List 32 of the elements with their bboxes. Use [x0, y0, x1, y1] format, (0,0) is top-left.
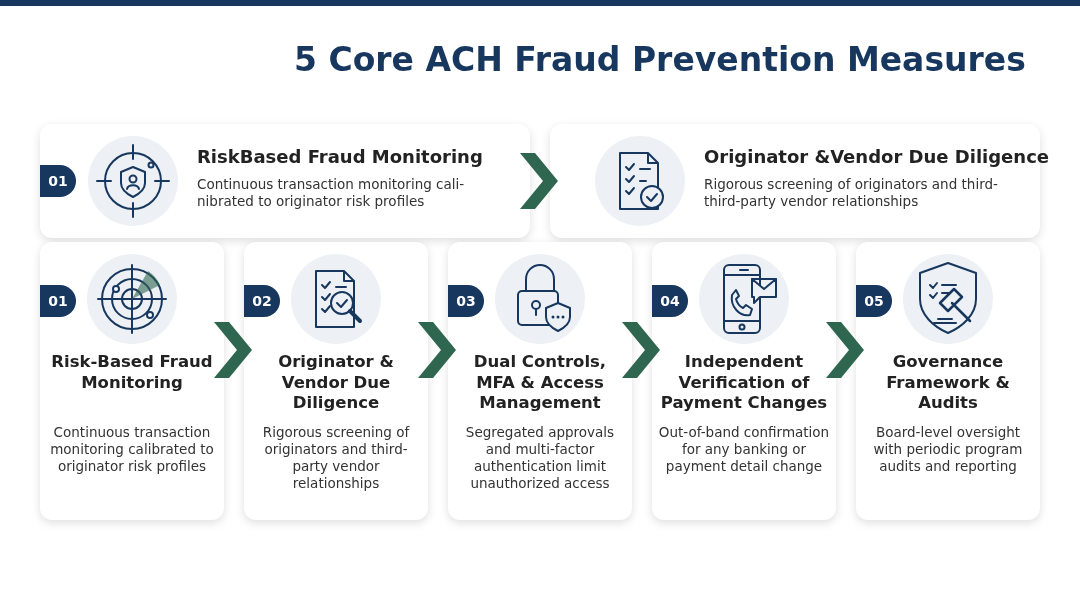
step-card	[448, 242, 632, 520]
chevron-arrow	[622, 322, 660, 378]
step-title: Risk-Based Fraud Monitoring	[50, 352, 214, 393]
step-number: 04	[652, 285, 688, 317]
step-card	[652, 242, 836, 520]
step-number: 01	[40, 285, 76, 317]
step-title: Governance Framework & Audits	[885, 352, 1011, 414]
step-card	[40, 242, 224, 520]
step-title: Originator &Vendor Due Diligence	[704, 146, 1049, 167]
step-number: 03	[448, 285, 484, 317]
step-description: Rigorous screening of originators and third- third-party vendor relationships	[704, 176, 999, 210]
step-description: Segregated approvals and multi-factor authentication limit unauthorized access	[464, 424, 616, 492]
step-description: Rigorous screening of originators and third-party vendor relationships	[261, 424, 411, 492]
chevron-arrow	[826, 322, 864, 378]
title: 5 Core ACH Fraud Prevention Measures	[294, 40, 1026, 79]
step-description: Continuous transaction monitoring calibrated to originator risk profiles	[49, 424, 215, 475]
step-title: Independent Verification of Payment Changes	[659, 352, 829, 414]
step-number: 01	[40, 165, 76, 197]
chevron-arrow	[520, 153, 558, 209]
step-number: 02	[244, 285, 280, 317]
chevron-arrow	[214, 322, 252, 378]
step-card	[40, 124, 530, 238]
step-description: Out-of-band confirmation for any banking or payment detail change	[658, 424, 830, 475]
step-title: Originator & Vendor Due Diligence	[277, 352, 395, 414]
chevron-arrow	[418, 322, 456, 378]
step-number: 05	[856, 285, 892, 317]
step-card	[856, 242, 1040, 520]
step-description: Board-level oversight with periodic program audits and reporting	[872, 424, 1024, 475]
step-description: Continuous transaction monitoring cali- nibrated to originator risk profiles	[197, 176, 466, 210]
step-title: RiskBased Fraud Monitoring	[197, 146, 483, 167]
step-title: Dual Controls, MFA & Access Management	[472, 352, 608, 414]
step-card	[244, 242, 428, 520]
